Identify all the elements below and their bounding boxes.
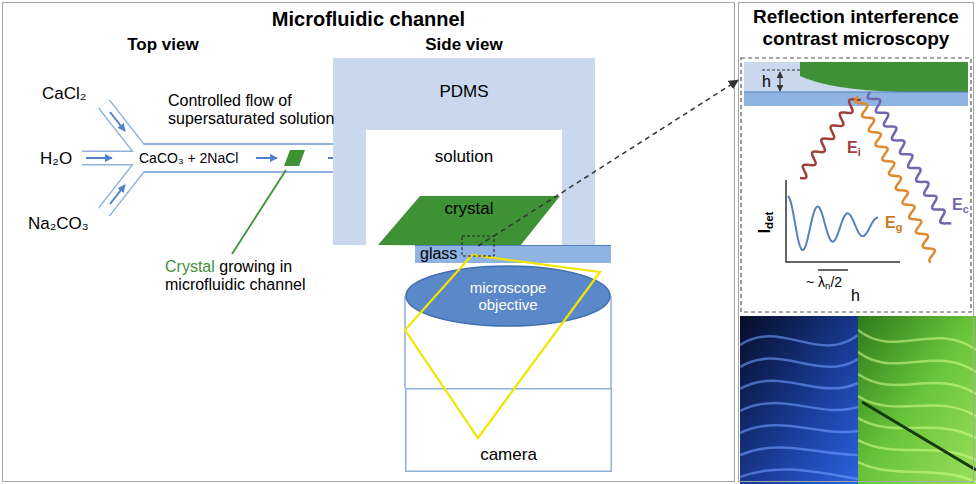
- view-heading: Top view: [103, 35, 223, 55]
- crystal-shape: crystal: [378, 196, 560, 246]
- reagent-label: Na₂CO₃: [28, 214, 89, 234]
- pdms-block: PDMS solution crystal: [333, 58, 595, 245]
- interference-fringe: [858, 462, 976, 482]
- interference-fringe: [858, 418, 976, 438]
- inlet-wall: [104, 166, 140, 212]
- interference-fringe: [858, 396, 976, 416]
- panel-frame: Microfluidic channelPDMS solution crystal g…: [2, 2, 735, 482]
- subscript: i: [858, 146, 861, 158]
- pdms-band: [744, 62, 968, 92]
- light-wave: [855, 96, 935, 262]
- period-bar: [818, 269, 848, 271]
- product-label: CaCO₃ + 2NaCl: [139, 150, 238, 166]
- inlet-wall: [82, 151, 140, 166]
- axis-label: h: [851, 287, 860, 305]
- interference-fringe: [740, 381, 858, 389]
- light-wave: [868, 92, 952, 223]
- crystal-marker: [284, 150, 305, 166]
- field-label: Ec: [952, 196, 969, 215]
- reagent-label: H₂O: [40, 149, 72, 169]
- text-run: I: [755, 229, 774, 234]
- text-run: /2: [830, 274, 842, 290]
- leader-line: [232, 170, 286, 254]
- text-run: E: [847, 139, 858, 156]
- height-label: h: [762, 73, 771, 91]
- height-reference-line: [762, 69, 800, 70]
- interference-fringe: [740, 335, 858, 345]
- interference-fringe: [740, 403, 858, 411]
- crystal-edge: [800, 62, 968, 92]
- objective-label: microscope objective: [458, 279, 558, 314]
- text-run: E: [885, 214, 896, 231]
- interference-fringe: [740, 425, 858, 433]
- light-path: [405, 255, 600, 438]
- interference-fringe: [858, 330, 976, 350]
- light-wave: [800, 99, 861, 178]
- text-run: ~ λ: [806, 274, 825, 290]
- zoom-region: [462, 236, 494, 256]
- inlet-lumen: [104, 104, 140, 150]
- graph-axes: [786, 180, 900, 262]
- block-label: PDMS: [439, 82, 488, 102]
- flow-arrow: [86, 157, 112, 159]
- solution-region: solution crystal: [366, 130, 562, 245]
- subscript: det: [763, 212, 775, 229]
- green-image: [858, 316, 976, 484]
- subscript: n: [825, 280, 830, 291]
- inset-frame: [741, 58, 971, 312]
- inlet-lumen: [82, 152, 140, 164]
- field-label: Eg: [885, 214, 902, 233]
- view-heading: Side view: [404, 35, 524, 55]
- flow-arrow: [256, 157, 277, 159]
- objective-lens: microscope objective: [405, 265, 611, 327]
- glass-label: glass: [420, 245, 457, 263]
- subscript: c: [963, 203, 969, 215]
- inlet-lumen: [104, 166, 140, 212]
- camera-label: camera: [480, 445, 537, 465]
- camera-box: camera: [405, 388, 612, 472]
- glass-surface: [744, 92, 968, 93]
- flow-arrow: [110, 185, 125, 204]
- panel-frame: Reflection interference contrast microsc…: [738, 2, 974, 482]
- text-run: Crystal: [165, 258, 215, 275]
- text-run: E: [952, 196, 963, 213]
- period-label: ~ λn/2: [806, 274, 842, 292]
- axis-label: Idet: [755, 198, 776, 248]
- region-label: solution: [435, 147, 494, 167]
- inlet-wall: [104, 104, 140, 150]
- flow-arrow: [110, 112, 125, 131]
- interference-fringe: [740, 447, 858, 455]
- crystal-label: crystal: [444, 199, 493, 219]
- intensity-curve: [788, 196, 878, 250]
- subscript: g: [896, 221, 903, 233]
- interference-fringe: [740, 469, 858, 479]
- height-arrow: [779, 72, 780, 91]
- blue-image: [740, 316, 858, 484]
- interference-fringe: [740, 359, 858, 367]
- panel-title: Microfluidic channel: [272, 8, 465, 31]
- flow-note: Controlled flow of supersaturated soluti…: [168, 92, 353, 129]
- crystal-edge-line: [862, 402, 976, 470]
- crystal-face: [378, 196, 560, 246]
- reagent-label: CaCl₂: [42, 84, 86, 104]
- glass-slide: glass: [415, 245, 611, 263]
- panel-title: Reflection interference contrast microsc…: [743, 6, 969, 50]
- interference-fringe: [858, 352, 976, 372]
- interference-fringe: [858, 374, 976, 394]
- lens-ellipse: [406, 266, 610, 326]
- glass-band: [744, 92, 968, 106]
- ricm-image: [740, 316, 976, 484]
- zoom-connector: [478, 80, 738, 246]
- field-label: Ei: [847, 139, 861, 158]
- interference-fringe: [858, 440, 976, 460]
- crystal-note: Crystal growing in microfluidic channel: [165, 258, 340, 295]
- ricm-inset: [741, 58, 971, 312]
